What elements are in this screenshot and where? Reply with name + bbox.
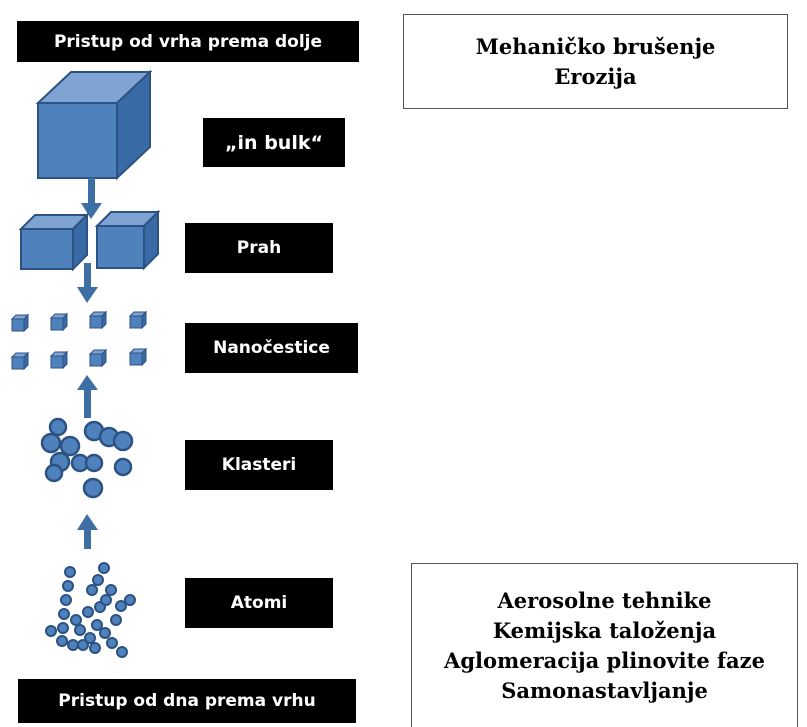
arrow-up-2: [77, 514, 98, 549]
arrow-up-1: [77, 375, 98, 418]
top-down-banner: Pristup od vrha prema dolje: [17, 21, 359, 62]
method-gas-phase-agglomeration: Aglomeracija plinovite faze: [444, 647, 765, 673]
stage-label-atoms: Atomi: [185, 578, 333, 628]
method-grinding: Mehaničko brušenje: [475, 33, 716, 59]
cluster-spheres: [40, 417, 134, 499]
stage-label-clusters: Klasteri: [185, 440, 333, 490]
stage-label-powder: Prah: [185, 223, 333, 273]
arrow-down-1: [81, 178, 102, 219]
stage-label-nanoparticles: Nanočestice: [185, 323, 358, 373]
powder-cubes: [18, 209, 161, 272]
method-self-assembly: Samonastavljanje: [501, 677, 708, 703]
bulk-cube: [35, 69, 153, 181]
method-chemical-deposition: Kemijska taloženja: [492, 617, 717, 643]
bottom-up-methods-box: Aerosolne tehnike Kemijska taloženja Agl…: [411, 563, 798, 727]
bottom-up-banner: Pristup od dna prema vrhu: [18, 679, 356, 723]
top-down-methods-box: Mehaničko brušenje Erozija: [403, 14, 788, 109]
arrow-down-2: [77, 263, 98, 303]
method-erosion: Erozija: [554, 63, 637, 89]
nanoparticle-cubes: [11, 311, 147, 370]
method-aerosol: Aerosolne tehnike: [497, 587, 712, 613]
stage-label-bulk: „in bulk“: [203, 118, 345, 167]
atom-spheres: [45, 562, 136, 658]
